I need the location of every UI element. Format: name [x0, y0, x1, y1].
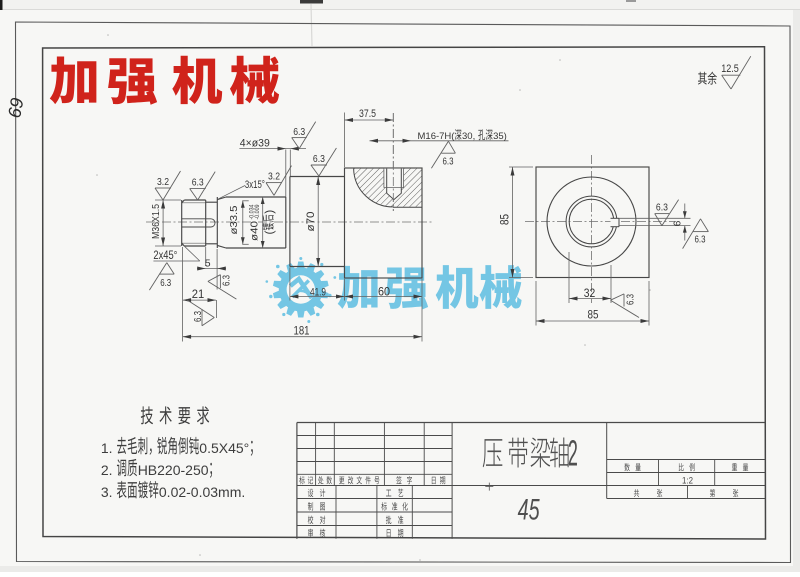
svg-text:6.3: 6.3	[221, 275, 233, 286]
svg-text:41.9: 41.9	[310, 286, 326, 298]
svg-text:ø40: ø40	[249, 221, 261, 241]
svg-text:69: 69	[4, 96, 27, 119]
svg-text:3x15°: 3x15°	[245, 179, 265, 191]
svg-text:6.3: 6.3	[656, 201, 668, 213]
svg-text:85: 85	[498, 214, 512, 225]
svg-text:6.3: 6.3	[443, 156, 454, 168]
svg-text:21: 21	[192, 287, 205, 301]
svg-text:6.3: 6.3	[695, 234, 706, 246]
svg-text:1.: 1.	[101, 440, 113, 456]
svg-text:37.5: 37.5	[359, 108, 376, 120]
svg-text:6.3: 6.3	[625, 294, 637, 305]
svg-text:6.3: 6.3	[192, 311, 204, 322]
svg-text:(: (	[262, 231, 276, 235]
svg-text:6.3: 6.3	[293, 126, 305, 138]
svg-text:3.2: 3.2	[157, 176, 169, 188]
svg-text:32: 32	[584, 288, 596, 300]
svg-text:M16-7H(: M16-7H(	[418, 131, 456, 142]
svg-text:): )	[262, 210, 276, 214]
svg-text:6.3: 6.3	[192, 176, 204, 188]
svg-text:181: 181	[294, 324, 310, 338]
svg-text:-0.009: -0.009	[254, 204, 261, 219]
svg-text:0.02-0.03mm.: 0.02-0.03mm.	[159, 484, 245, 500]
svg-text:30,: 30,	[462, 131, 475, 142]
svg-text:45: 45	[518, 494, 540, 527]
svg-text:6.3: 6.3	[313, 153, 325, 165]
svg-text:12.5: 12.5	[721, 63, 739, 75]
svg-text:M36X1.5: M36X1.5	[151, 204, 162, 239]
svg-text:HB220-250: HB220-250	[138, 462, 209, 478]
svg-text:0.5X45°: 0.5X45°	[199, 440, 249, 456]
svg-text:3.2: 3.2	[268, 170, 280, 182]
svg-text:5: 5	[205, 258, 211, 270]
svg-text:2.: 2.	[101, 462, 113, 478]
svg-text:85: 85	[588, 307, 599, 321]
svg-text:ø33.5: ø33.5	[229, 205, 240, 234]
svg-text:6.3: 6.3	[160, 277, 171, 289]
svg-text:2: 2	[568, 432, 578, 473]
svg-text:4×ø39: 4×ø39	[240, 137, 270, 149]
svg-text:ø70: ø70	[305, 212, 317, 232]
svg-text:2x45°: 2x45°	[153, 250, 177, 262]
svg-text:1:2: 1:2	[682, 475, 693, 486]
svg-text:6: 6	[672, 220, 683, 226]
svg-text:3.: 3.	[101, 484, 113, 500]
svg-text:-0.034: -0.034	[249, 204, 256, 219]
svg-text:35): 35)	[493, 131, 507, 142]
svg-text:60: 60	[378, 285, 390, 299]
